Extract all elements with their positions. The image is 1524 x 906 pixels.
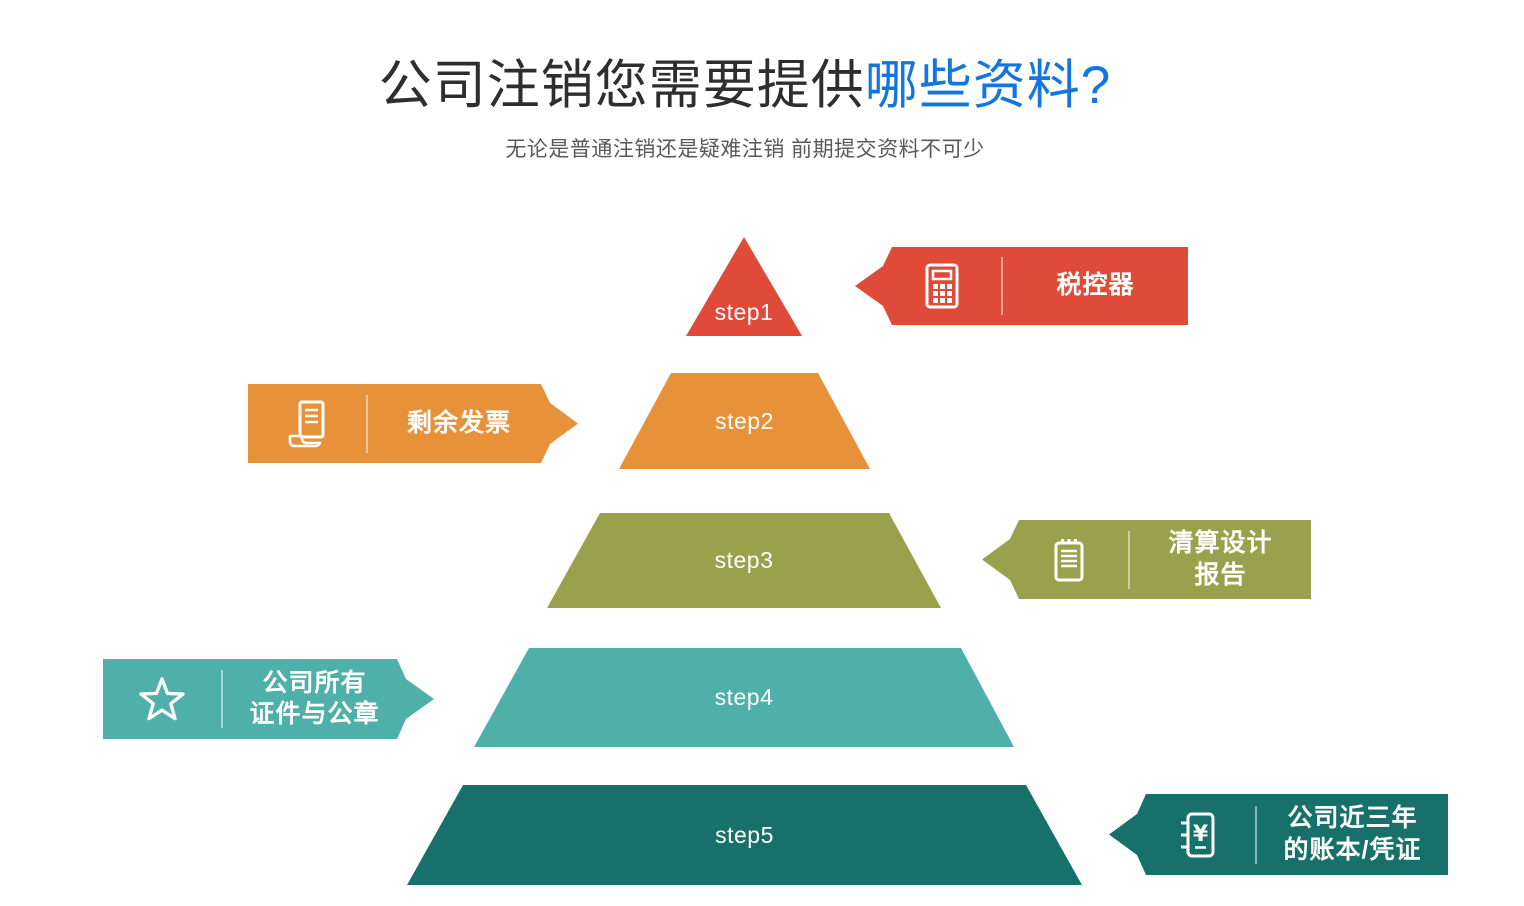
page-subtitle: 无论是普通注销还是疑难注销 前期提交资料不可少 bbox=[505, 137, 985, 161]
callout-body: 清算设计 报告 bbox=[1010, 520, 1311, 599]
page-title-main: 公司注销您需要提供 bbox=[378, 56, 865, 115]
callout-divider bbox=[1128, 530, 1130, 589]
step-label: step5 bbox=[715, 821, 774, 848]
callout-divider bbox=[221, 670, 223, 728]
ledger-icon: ¥ bbox=[1137, 807, 1255, 863]
callout-divider bbox=[1001, 257, 1003, 315]
callout-text: 公司近三年 的账本/凭证 bbox=[1257, 803, 1448, 866]
page-title-accent: 哪些资料? bbox=[864, 56, 1112, 115]
callout-step5: ¥ 公司近三年 的账本/凭证 bbox=[1109, 794, 1448, 875]
callout-line: 清算设计 bbox=[1168, 529, 1273, 557]
step-label: step1 bbox=[714, 299, 774, 325]
callout-line: 的账本/凭证 bbox=[1283, 835, 1422, 864]
callout-line: 公司所有 bbox=[262, 668, 367, 697]
header: 公司注销您需要提供哪些资料? 无论是普通注销还是疑难注销 前期提交资料不可少 bbox=[0, 0, 1490, 163]
callout-body: ¥ 公司近三年 的账本/凭证 bbox=[1137, 794, 1448, 875]
callout-step2: 剩余发票 bbox=[248, 384, 578, 463]
step-label: step2 bbox=[715, 407, 774, 434]
pyramid-step-5: step5 bbox=[407, 785, 1082, 885]
pyramid-step-4: step4 bbox=[474, 648, 1014, 747]
callout-text: 税控器 bbox=[1003, 270, 1188, 302]
svg-text:¥: ¥ bbox=[1193, 822, 1209, 847]
callout-body: 公司所有 证件与公章 bbox=[103, 659, 406, 739]
callout-divider bbox=[366, 394, 368, 453]
callout-line: 公司近三年 bbox=[1287, 804, 1418, 832]
callout-text: 清算设计 报告 bbox=[1130, 528, 1311, 591]
calculator-icon bbox=[883, 258, 1001, 314]
callout-text: 公司所有 证件与公章 bbox=[223, 668, 406, 731]
callout-line: 剩余发票 bbox=[406, 408, 511, 437]
step-label: step3 bbox=[714, 547, 774, 573]
pyramid-step-1: step1 bbox=[686, 237, 802, 336]
page-title: 公司注销您需要提供哪些资料? bbox=[0, 56, 1490, 117]
callout-step3: 清算设计 报告 bbox=[982, 520, 1311, 599]
star-icon bbox=[103, 670, 221, 728]
callout-step1: 税控器 bbox=[855, 247, 1188, 325]
callout-line: 证件与公章 bbox=[249, 700, 380, 728]
callout-line: 报告 bbox=[1194, 560, 1247, 589]
clipboard-icon bbox=[1010, 532, 1128, 588]
step-label: step4 bbox=[714, 684, 774, 710]
callout-body: 剩余发票 bbox=[248, 384, 550, 463]
callout-body: 税控器 bbox=[883, 247, 1188, 325]
callout-line: 税控器 bbox=[1056, 271, 1135, 300]
pyramid-step-3: step3 bbox=[547, 513, 941, 608]
callout-text: 剩余发票 bbox=[368, 408, 550, 440]
callout-divider bbox=[1255, 805, 1257, 864]
pyramid-step-2: step2 bbox=[619, 373, 870, 469]
invoice-icon bbox=[248, 396, 366, 452]
callout-step4: 公司所有 证件与公章 bbox=[103, 659, 434, 739]
